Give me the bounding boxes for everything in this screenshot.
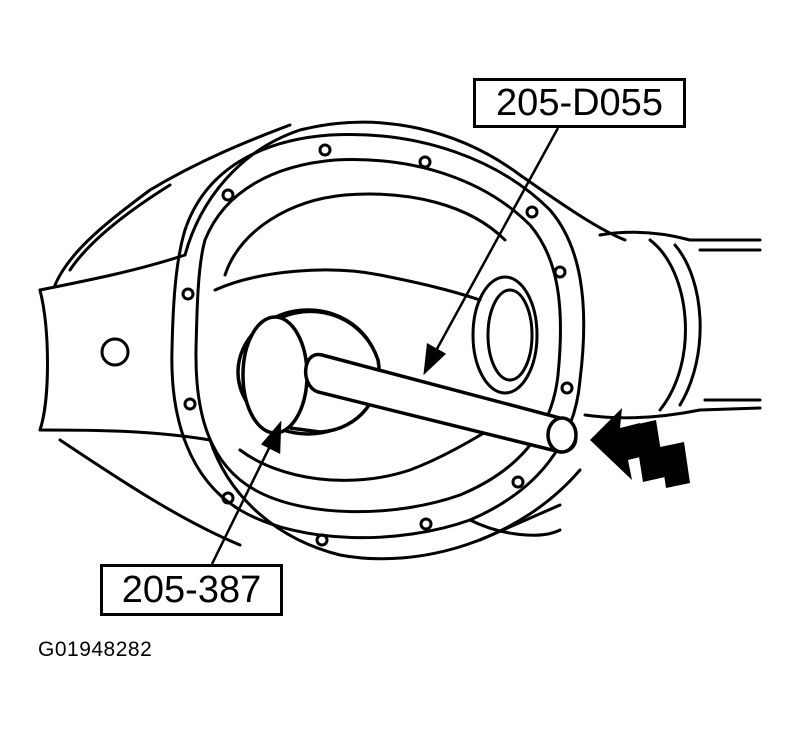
breather-hole: [100, 337, 130, 367]
leader-lines: [210, 127, 560, 565]
driver-handle-tool: [303, 353, 578, 454]
left-axle-tube: [38, 123, 292, 547]
callout-tool-205-D055: 205-D055: [473, 78, 686, 128]
direction-arrow: [590, 408, 690, 488]
callout-label: 205-D055: [496, 82, 663, 124]
cover-bolt-holes: [181, 143, 574, 547]
housing-outline: [183, 120, 627, 257]
bearing-bore: [471, 275, 539, 395]
right-axle-tube: [583, 230, 762, 420]
callout-tool-205-387: 205-387: [100, 564, 283, 616]
callout-label: 205-387: [121, 569, 262, 611]
figure-id: G01948282: [38, 638, 153, 661]
